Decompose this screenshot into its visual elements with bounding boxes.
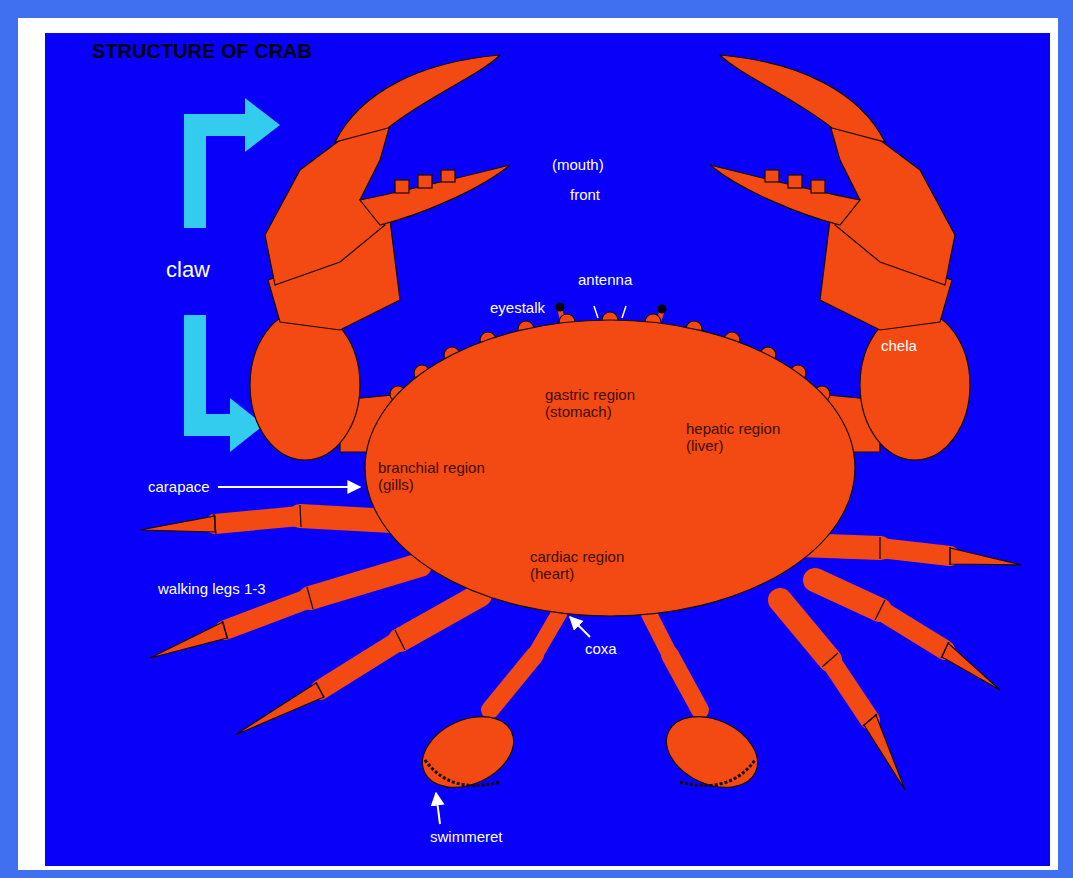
carapace-shape xyxy=(365,312,855,616)
leg-joint xyxy=(822,653,838,667)
diagram-title: STRUCTURE OF CRAB xyxy=(92,40,312,63)
leader-arrow xyxy=(218,486,360,488)
part-label: front xyxy=(570,186,600,203)
part-label: chela xyxy=(881,337,917,354)
arrow-up xyxy=(184,114,245,228)
claw-tooth xyxy=(811,180,825,193)
carapace-body xyxy=(365,320,855,616)
claw-tooth xyxy=(418,175,432,188)
leg-joint xyxy=(941,642,949,658)
part-label: cardiac region (heart) xyxy=(530,548,648,583)
swimmeret-paddle xyxy=(411,703,525,802)
part-label: eyestalk xyxy=(490,299,545,316)
leg-joint xyxy=(307,587,313,609)
part-label: (mouth) xyxy=(552,156,604,173)
leg-tip xyxy=(942,643,1000,690)
background xyxy=(45,33,1050,866)
leg-segment xyxy=(310,565,420,598)
leader-arrow xyxy=(436,793,440,824)
leg-tip xyxy=(150,622,227,658)
leg-tip xyxy=(864,715,905,790)
leg-tip xyxy=(235,683,324,735)
claw-tooth xyxy=(788,175,802,188)
paddle-fringe xyxy=(680,760,755,786)
leader-arrow xyxy=(570,617,590,637)
claw-dactyl xyxy=(335,55,500,142)
arrow-head xyxy=(245,98,280,152)
leg-joint xyxy=(395,630,405,650)
swimmeret-segment xyxy=(670,655,700,710)
part-label: coxa xyxy=(585,640,617,657)
swimmeret-paddle xyxy=(655,703,769,802)
paddle-fringe xyxy=(425,760,500,786)
frame-border xyxy=(18,18,1058,870)
antenna-mark xyxy=(594,306,598,318)
leg-tip xyxy=(140,516,215,532)
leg-segment xyxy=(320,640,400,690)
leg-joint xyxy=(300,505,301,527)
antenna-mark xyxy=(622,306,626,318)
part-label: claw xyxy=(166,257,210,282)
eye xyxy=(658,305,667,314)
leg-joint xyxy=(316,682,324,698)
part-label: carapace xyxy=(148,478,210,495)
claw-finger xyxy=(360,165,510,225)
part-label: hepatic region (liver) xyxy=(686,420,801,455)
leg-joint xyxy=(222,621,228,639)
claw-tooth xyxy=(765,170,779,182)
claw-carpus xyxy=(860,310,970,460)
part-label: swimmeret xyxy=(430,828,503,845)
part-label: antenna xyxy=(578,271,632,288)
part-label: gastric region (stomach) xyxy=(545,386,665,421)
leader-lines xyxy=(218,487,590,824)
swimmerets xyxy=(411,612,769,801)
claw-tooth xyxy=(395,180,409,193)
leg-joint xyxy=(879,537,880,559)
claw-tooth xyxy=(441,170,455,182)
leg-segment xyxy=(815,580,880,610)
leg-joint xyxy=(875,600,885,620)
part-label: walking legs 1-3 xyxy=(158,580,266,597)
claw-finger xyxy=(710,165,860,225)
part-label: branchial region (gills) xyxy=(378,459,510,494)
eye xyxy=(556,303,565,312)
swimmeret-segment xyxy=(490,655,535,710)
leg-tip xyxy=(950,548,1022,565)
leg-segment xyxy=(215,516,300,524)
leg-joint xyxy=(214,514,216,534)
claw-carpus xyxy=(250,310,360,460)
leg-segment xyxy=(225,598,310,630)
arrow-down xyxy=(184,315,230,436)
leg-segment xyxy=(400,595,480,640)
leg-joint xyxy=(949,547,950,565)
leg-segment xyxy=(880,610,945,650)
leg-segment xyxy=(780,600,830,660)
claw-dactyl xyxy=(720,55,885,142)
leg-segment xyxy=(830,660,870,720)
leg-segment xyxy=(880,548,950,556)
leg-joint xyxy=(863,714,877,726)
